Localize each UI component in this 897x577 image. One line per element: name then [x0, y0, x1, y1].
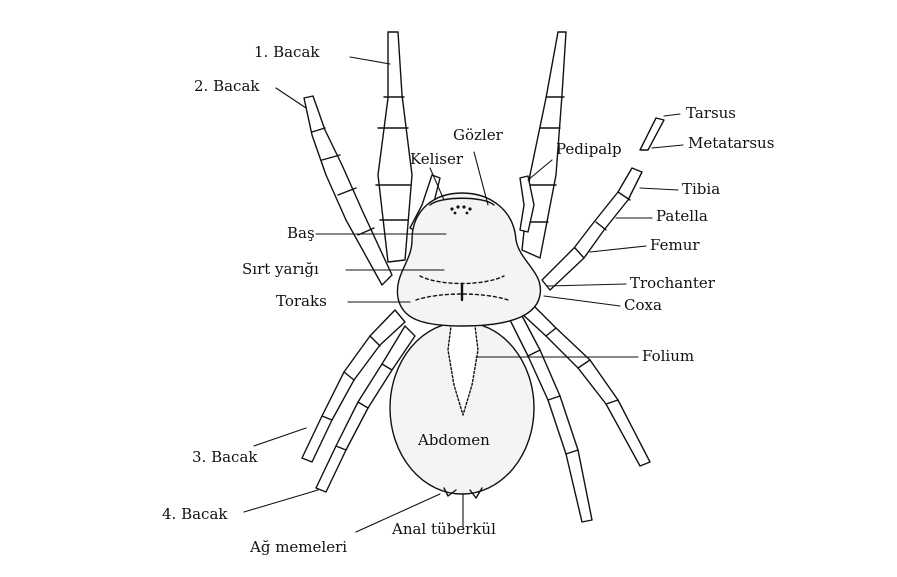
- label-tarsus: Tarsus: [686, 106, 736, 121]
- label-pedipalp: Pedipalp: [556, 142, 622, 157]
- leg-2-left: [304, 96, 392, 285]
- label-leg-1: 1. Bacak: [254, 45, 319, 60]
- label-chelicerae: Keliser: [410, 152, 463, 167]
- label-eyes: Gözler: [453, 128, 503, 143]
- label-femur: Femur: [650, 238, 700, 253]
- label-leg-2: 2. Bacak: [194, 79, 259, 94]
- leg-1-left: [376, 32, 412, 262]
- label-thorax: Toraks: [276, 294, 327, 309]
- label-tibia: Tibia: [682, 182, 720, 197]
- label-dorsal-groove: Sırt yarığı: [242, 262, 319, 277]
- label-spinnerets: Ağ memeleri: [250, 540, 347, 555]
- label-anal-tubercle: Anal tüberkül: [392, 522, 496, 537]
- label-abdomen: Abdomen: [418, 433, 490, 448]
- label-folium: Folium: [642, 349, 694, 364]
- label-trochanter: Trochanter: [630, 276, 715, 291]
- label-leg-4: 4. Bacak: [162, 507, 227, 522]
- label-patella: Patella: [656, 209, 708, 224]
- cephalothorax-shape: [397, 193, 540, 326]
- label-leg-3: 3. Bacak: [192, 450, 257, 465]
- label-coxa: Coxa: [624, 298, 662, 313]
- leg-3-right: [520, 302, 650, 466]
- label-head: Baş: [287, 226, 315, 241]
- leg-3-left: [302, 310, 405, 462]
- label-metatarsus: Metatarsus: [688, 136, 774, 151]
